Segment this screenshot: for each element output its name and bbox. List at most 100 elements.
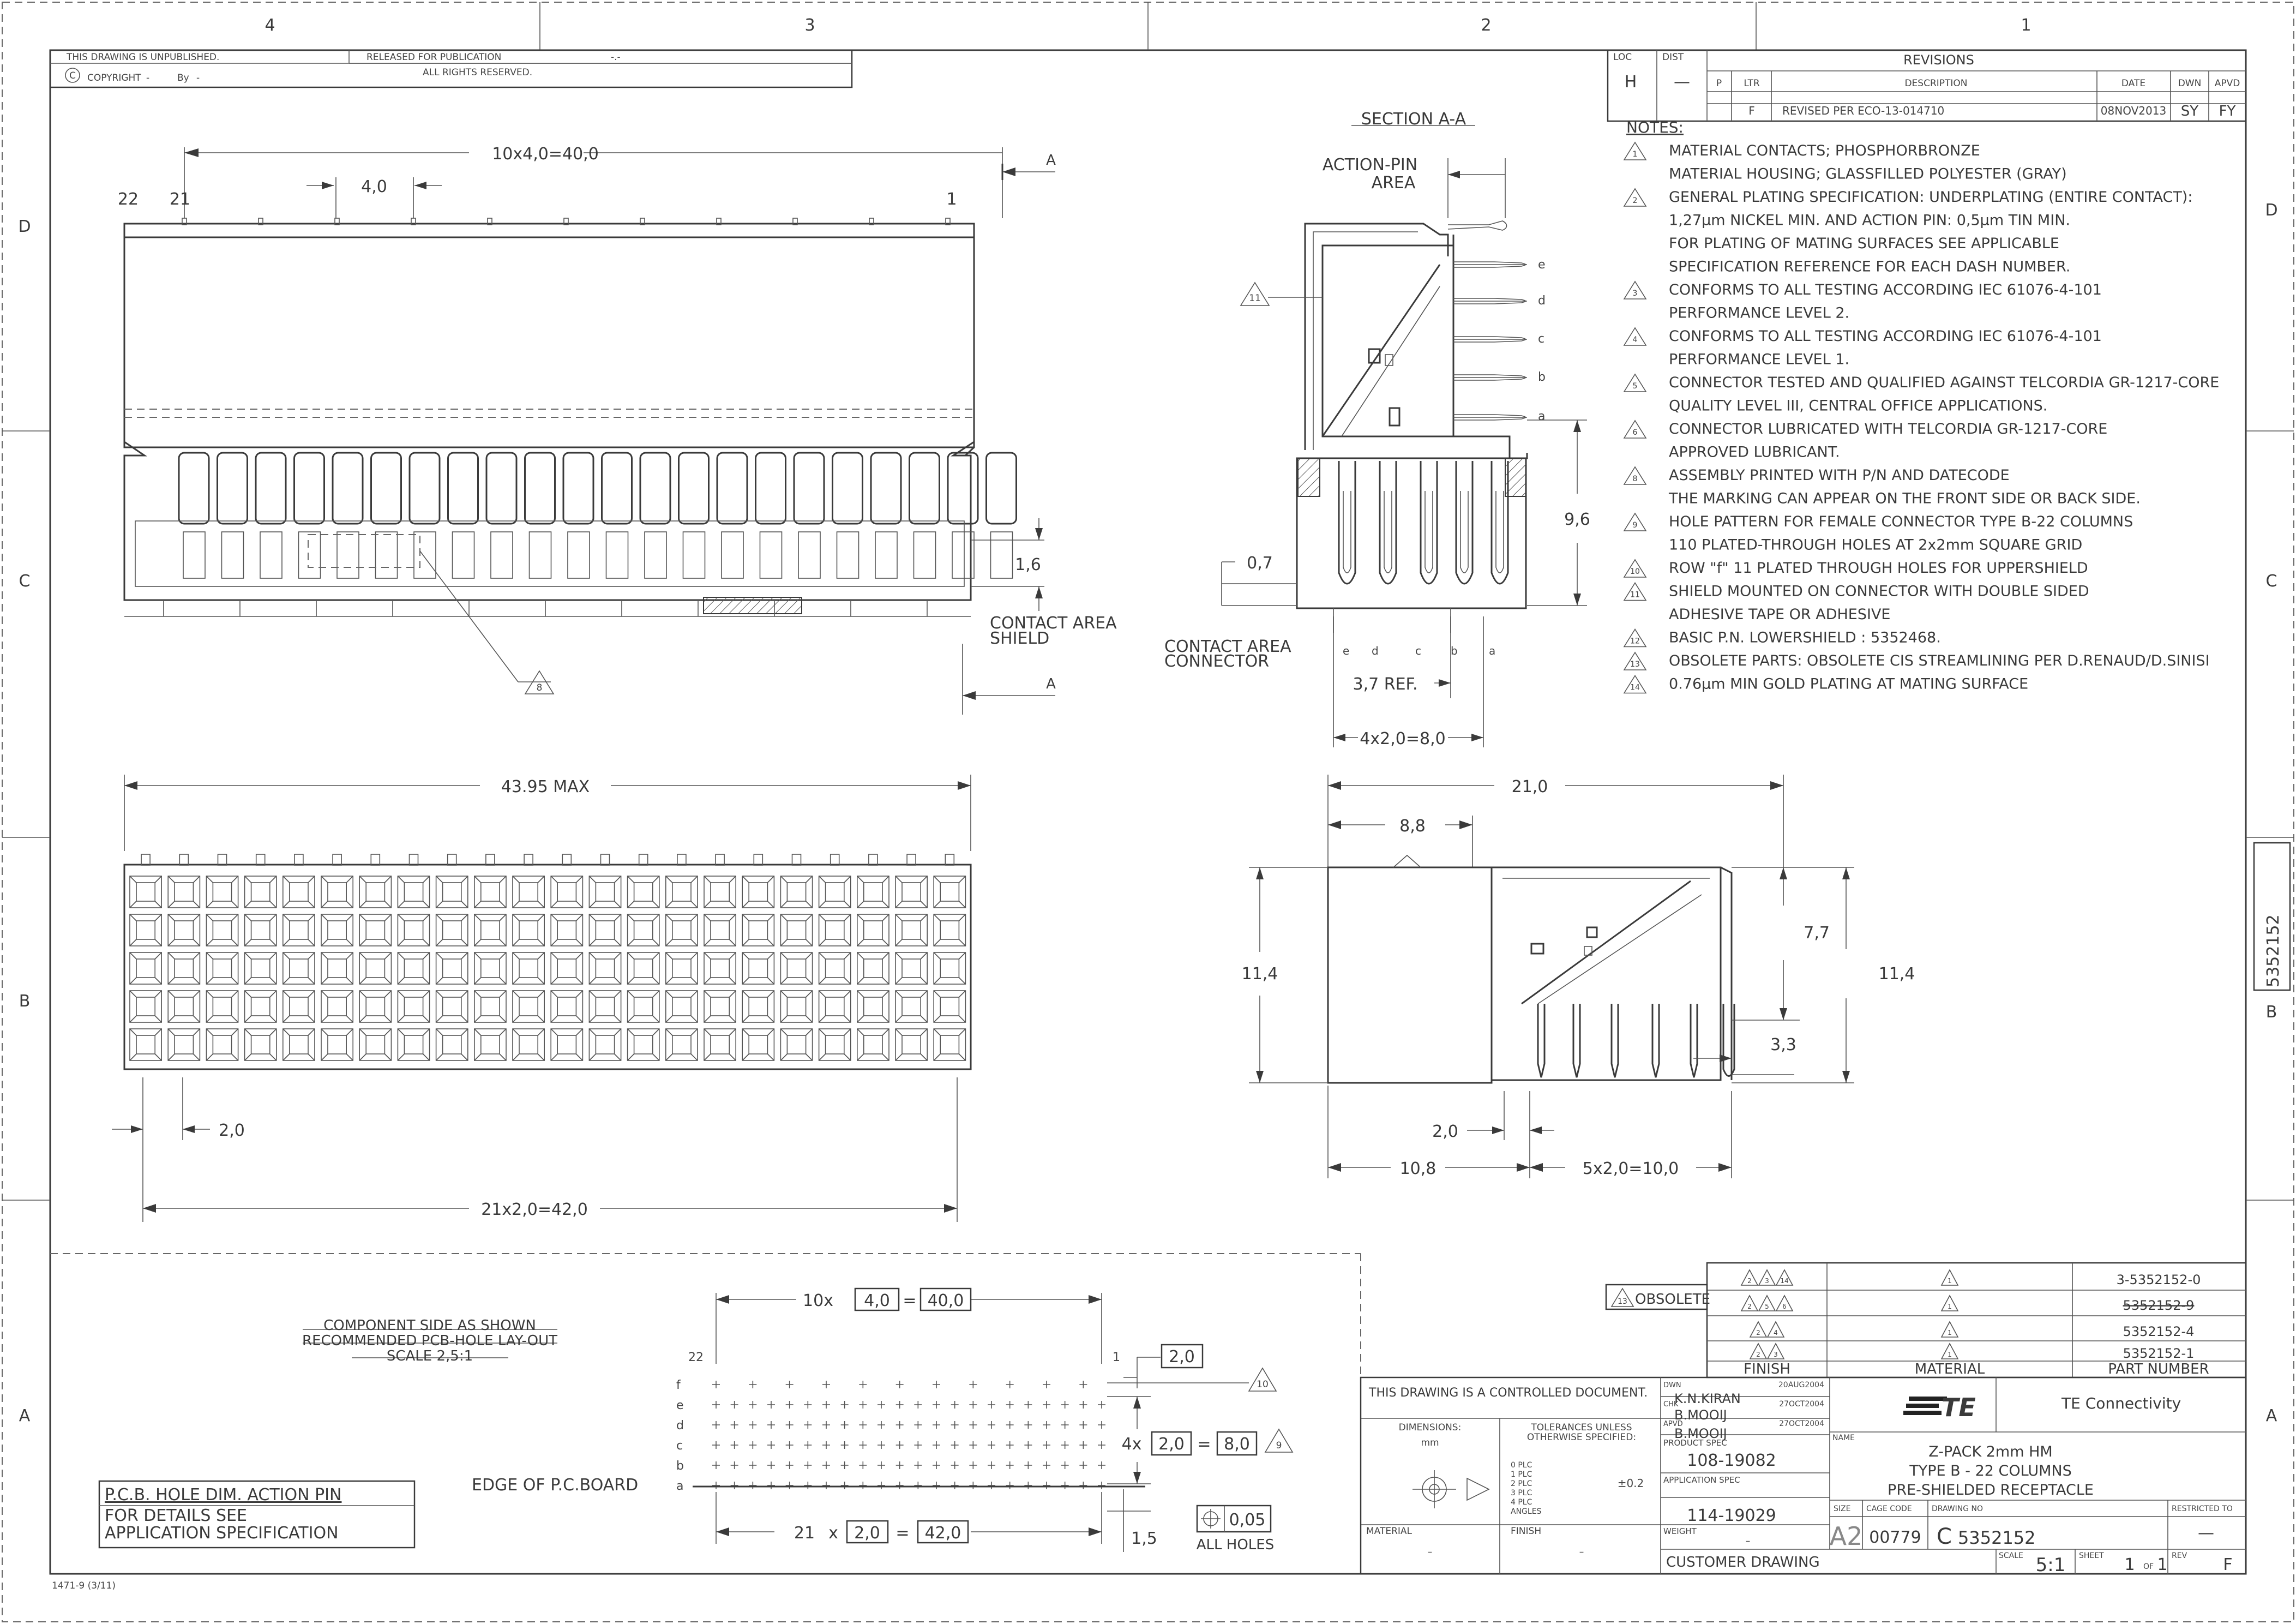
front-cell	[933, 914, 966, 946]
front-cell	[321, 1028, 354, 1061]
front-cell	[167, 876, 201, 908]
dim-8-8: 8,8	[1399, 817, 1426, 836]
front-cell	[435, 990, 468, 1023]
front-cell	[129, 952, 163, 985]
obsolete-mark: 13	[1618, 1297, 1627, 1306]
pcb-hole	[933, 1461, 940, 1469]
front-cell	[244, 952, 277, 985]
pcb-hole	[914, 1421, 922, 1429]
dim-43-95-max: 43.95 MAX	[501, 777, 590, 796]
front-cell-inner	[863, 997, 883, 1016]
pcb-hole	[895, 1381, 904, 1388]
rev-loc-label: LOC	[1613, 52, 1632, 63]
front-cell	[550, 952, 584, 985]
front-cell	[129, 914, 163, 946]
top-slot	[875, 531, 898, 579]
front-cell	[704, 990, 737, 1023]
pcb-hole	[895, 1441, 904, 1449]
material-marker-icon	[1940, 1343, 1959, 1359]
front-cell-inner	[595, 882, 615, 902]
front-cell-inner	[672, 882, 692, 902]
front-cell-inner	[174, 920, 194, 940]
top-slot	[836, 531, 860, 579]
front-cell-inner	[748, 920, 768, 940]
front-cell	[206, 1028, 239, 1061]
top-cavity	[870, 452, 902, 525]
pcb-hole	[822, 1461, 830, 1469]
front-pin-tab	[370, 854, 381, 866]
front-cell	[512, 990, 545, 1023]
front-cell-inner	[288, 920, 309, 940]
front-cell-inner	[557, 958, 577, 978]
front-cell-inner	[710, 920, 730, 940]
tb-sheet: 1	[2124, 1555, 2135, 1574]
pcb-dim-4x-b: 8,0	[1224, 1435, 1250, 1454]
dim-11-4-right: 11,4	[1879, 964, 1915, 984]
front-cell	[665, 1028, 698, 1061]
front-cell	[665, 952, 698, 985]
finish-marker: 2	[1747, 1303, 1752, 1310]
section-mark-bottom: A	[1046, 676, 1056, 692]
note-text: HOLE PATTERN FOR FEMALE CONNECTOR TYPE B…	[1669, 513, 2133, 530]
h-part-number: PART NUMBER	[2108, 1361, 2209, 1377]
pcb-hole	[1061, 1461, 1069, 1469]
front-cell-inner	[365, 920, 386, 940]
front-cell-inner	[940, 1035, 960, 1054]
zone-row-d-right: D	[2265, 201, 2277, 220]
top-pin	[487, 218, 492, 225]
front-cell	[627, 876, 660, 908]
callout-8: 8	[537, 682, 543, 693]
header-dash-1: -	[146, 73, 149, 83]
pcb-dim-top-b: 40,0	[928, 1291, 964, 1310]
tb-restricted: —	[2198, 1524, 2214, 1543]
revisions-table	[1607, 49, 2247, 122]
zone-col-1: 1	[2021, 16, 2031, 35]
front-cell	[588, 952, 622, 985]
pcb-hole	[804, 1482, 812, 1489]
note-text: THE MARKING CAN APPEAR ON THE FRONT SIDE…	[1668, 490, 2141, 507]
note-text: CONNECTOR TESTED AND QUALIFIED AGAINST T…	[1669, 374, 2219, 391]
front-cell	[512, 1028, 545, 1061]
front-cell-inner	[786, 958, 807, 978]
front-cell	[665, 914, 698, 946]
front-pin-tab	[447, 854, 457, 866]
note-text: ASSEMBLY PRINTED WITH P/N AND DATECODE	[1669, 467, 2010, 484]
front-cell	[359, 990, 392, 1023]
front-cell	[473, 952, 507, 985]
tb-dwg-prefix: C	[1937, 1524, 1952, 1549]
tb-dwg: 5352152	[1958, 1527, 2036, 1548]
pcb-hole	[969, 1482, 977, 1489]
finish-marker-icon	[1775, 1295, 1794, 1311]
top-cavity	[793, 452, 825, 525]
front-cell-inner	[940, 882, 960, 902]
side-tag: 5352152	[2264, 914, 2283, 987]
tb-dwn-label: DWN	[1663, 1381, 1681, 1389]
top-slot	[644, 531, 667, 579]
front-cell-inner	[863, 882, 883, 902]
tb-product-spec: 108-19082	[1687, 1451, 1776, 1470]
front-cell	[742, 952, 775, 985]
rev-col-apvd: APVD	[2215, 78, 2240, 89]
note-marker: 12	[1630, 637, 1640, 646]
pcb-callout-9: 9	[1276, 1440, 1282, 1451]
front-cell-inner	[480, 1035, 500, 1054]
form-number: 1471-9 (3/11)	[52, 1580, 116, 1591]
top-cavity	[909, 452, 940, 525]
top-cavity	[332, 452, 364, 525]
note-marker: 1	[1633, 150, 1638, 159]
note-text: ROW "f" 11 PLATED THROUGH HOLES FOR UPPE…	[1669, 560, 2088, 577]
front-cell-inner	[672, 997, 692, 1016]
zone-row-c-right: C	[2266, 572, 2277, 591]
pcb-hole	[1043, 1482, 1050, 1489]
front-cell-inner	[404, 1035, 424, 1054]
front-pin-tab	[294, 854, 304, 866]
front-cell-inner	[404, 882, 424, 902]
obsolete-label: OBSOLETE	[1635, 1291, 1710, 1308]
front-cell-inner	[863, 920, 883, 940]
front-cell-inner	[327, 920, 347, 940]
front-cell-inner	[825, 882, 845, 902]
front-cell	[167, 952, 201, 985]
pcb-hole	[1006, 1421, 1014, 1429]
front-cell-inner	[901, 920, 922, 940]
front-cell	[895, 990, 928, 1023]
